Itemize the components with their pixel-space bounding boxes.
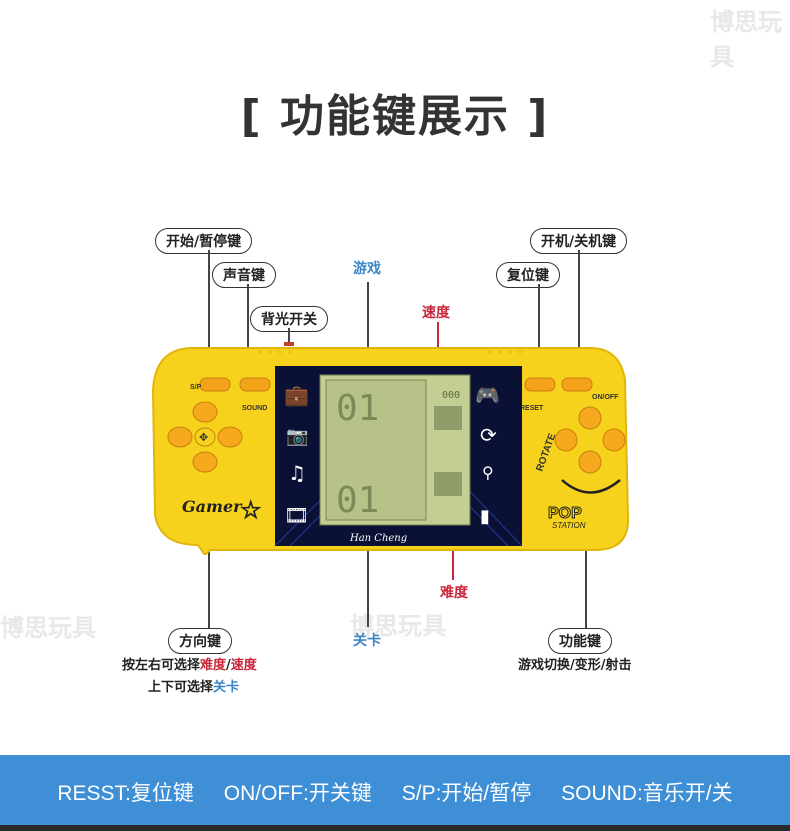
star-icon: ☆ xyxy=(240,496,262,524)
lcd-playfield xyxy=(325,379,427,521)
dpad xyxy=(167,401,243,473)
leader-reset xyxy=(538,284,540,380)
grip-texture xyxy=(258,350,522,354)
callout-reset: 复位键 xyxy=(496,262,560,288)
backlight-switch xyxy=(284,342,294,346)
handheld-console: S/P SOUND RESET ON/OFF ✥ Gamer ☆ 💼 📷 ♫ 🎞… xyxy=(151,342,630,555)
callout-function: 功能键 xyxy=(548,628,612,654)
brand-pop: POP xyxy=(548,505,582,522)
footer-item-sp: S/P:开始/暂停 xyxy=(401,782,532,805)
footer-item-reset: RESST:复位键 xyxy=(57,782,194,805)
brand-gamer: Gamer xyxy=(182,497,243,516)
sp-label: S/P xyxy=(190,384,202,391)
desc-function: 游戏切换/变形/射击 xyxy=(518,658,632,673)
watermark-left: 博思玩具 xyxy=(0,614,96,642)
lcd-top-digits: 01 xyxy=(336,388,379,429)
onoff-label: ON/OFF xyxy=(592,394,619,401)
reset-label: RESET xyxy=(520,405,544,412)
screen-brand: Han Cheng xyxy=(349,533,407,544)
callout-backlight: 背光开关 xyxy=(250,306,328,332)
lcd-bottom-digits: 01 xyxy=(336,480,379,521)
sd-card-icon: ▮ xyxy=(480,506,490,527)
sp-button xyxy=(199,377,231,392)
action-buttons xyxy=(554,406,626,474)
callout-dpad: 方向键 xyxy=(168,628,232,654)
callout-sound: 声音键 xyxy=(212,262,276,288)
music-icon: ♫ xyxy=(288,461,306,485)
leader-sound xyxy=(247,284,249,380)
sound-label: SOUND xyxy=(242,405,267,412)
page-title: [ 功能键展示 ] xyxy=(240,91,550,142)
label-level: 关卡 xyxy=(353,633,381,649)
dpad-arrows-icon: ✥ xyxy=(199,431,208,444)
watermark-top-right: 博思玩具 xyxy=(710,8,782,71)
leader-backlight xyxy=(288,328,290,344)
onoff-button xyxy=(561,377,593,392)
briefcase-icon: 💼 xyxy=(284,383,309,407)
desc-dpad-line2: 上下可选择关卡 xyxy=(148,680,240,695)
callout-start-pause: 开始/暂停键 xyxy=(155,228,253,254)
usb-icon: ⚲ xyxy=(482,463,494,482)
footer-item-onoff: ON/OFF:开关键 xyxy=(223,782,372,805)
lcd-preview-blocks xyxy=(434,406,462,496)
sound-button xyxy=(239,377,271,392)
label-difficulty: 难度 xyxy=(440,585,468,601)
lcd-score: 000 xyxy=(442,390,460,401)
reset-button xyxy=(524,377,556,392)
leader-level xyxy=(367,495,369,627)
bottom-bar xyxy=(0,825,790,831)
watermark-center: 博思玩具 xyxy=(350,612,446,640)
footer-legend: RESST:复位键 ON/OFF:开关键 S/P:开始/暂停 SOUND:音乐开… xyxy=(0,755,790,825)
film-icon: 🎞 xyxy=(284,503,309,527)
desc-dpad-line1: 按左右可选择难度/速度 xyxy=(122,658,257,673)
label-game: 游戏 xyxy=(353,261,381,277)
refresh-icon: ⟳ xyxy=(480,423,497,447)
footer-item-sound: SOUND:音乐开/关 xyxy=(561,782,733,805)
leader-start-pause xyxy=(208,250,210,380)
rotate-arrow-icon xyxy=(561,479,621,494)
camera-icon: 📷 xyxy=(286,426,308,447)
label-speed: 速度 xyxy=(422,305,450,321)
gamepad-icon: 🎮 xyxy=(475,383,500,407)
brand-station: STATION xyxy=(552,521,586,530)
leader-game xyxy=(367,282,369,392)
leader-power xyxy=(578,250,580,380)
